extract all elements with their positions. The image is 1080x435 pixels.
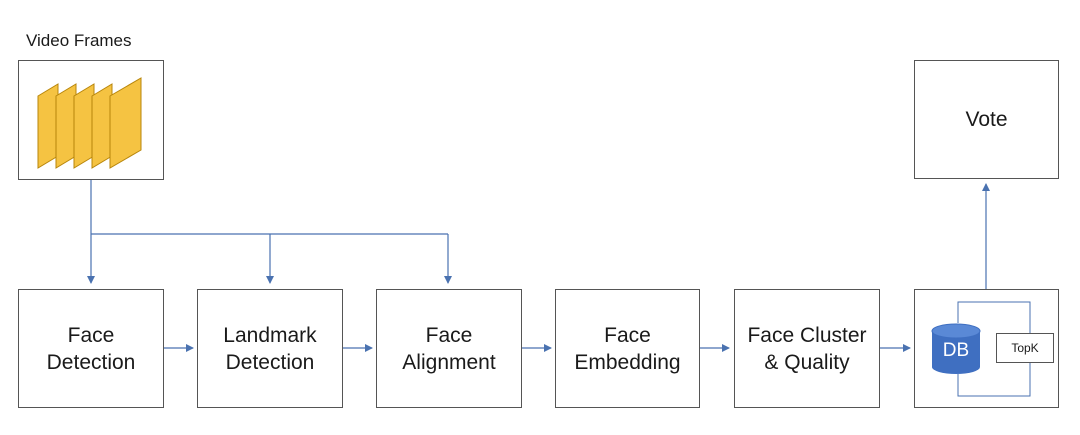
topk-box: TopK bbox=[996, 333, 1054, 363]
video-frames-stack bbox=[37, 77, 142, 169]
landmark-detection-box: Landmark Detection bbox=[197, 289, 343, 408]
db-container-box bbox=[914, 289, 1059, 408]
face-cluster-quality-box: Face Cluster & Quality bbox=[734, 289, 880, 408]
face-embedding-box: Face Embedding bbox=[555, 289, 700, 408]
vote-box: Vote bbox=[914, 60, 1059, 179]
face-cluster-quality-label: Face Cluster & Quality bbox=[747, 323, 867, 374]
face-detection-label: Face Detection bbox=[46, 323, 136, 374]
frame-sheet bbox=[109, 77, 142, 169]
db-label: DB bbox=[942, 340, 970, 361]
video-frames-title: Video Frames bbox=[26, 31, 132, 50]
vote-label: Vote bbox=[965, 107, 1008, 131]
face-alignment-box: Face Alignment bbox=[376, 289, 522, 408]
pipeline-arrows bbox=[163, 183, 990, 352]
video-frames-box bbox=[18, 60, 164, 180]
frames-connectors bbox=[87, 180, 452, 284]
db-cylinder-icon bbox=[931, 323, 981, 374]
face-alignment-label: Face Alignment bbox=[402, 323, 496, 374]
face-detection-box: Face Detection bbox=[18, 289, 164, 408]
face-embedding-label: Face Embedding bbox=[574, 323, 681, 374]
landmark-detection-label: Landmark Detection bbox=[223, 323, 317, 374]
